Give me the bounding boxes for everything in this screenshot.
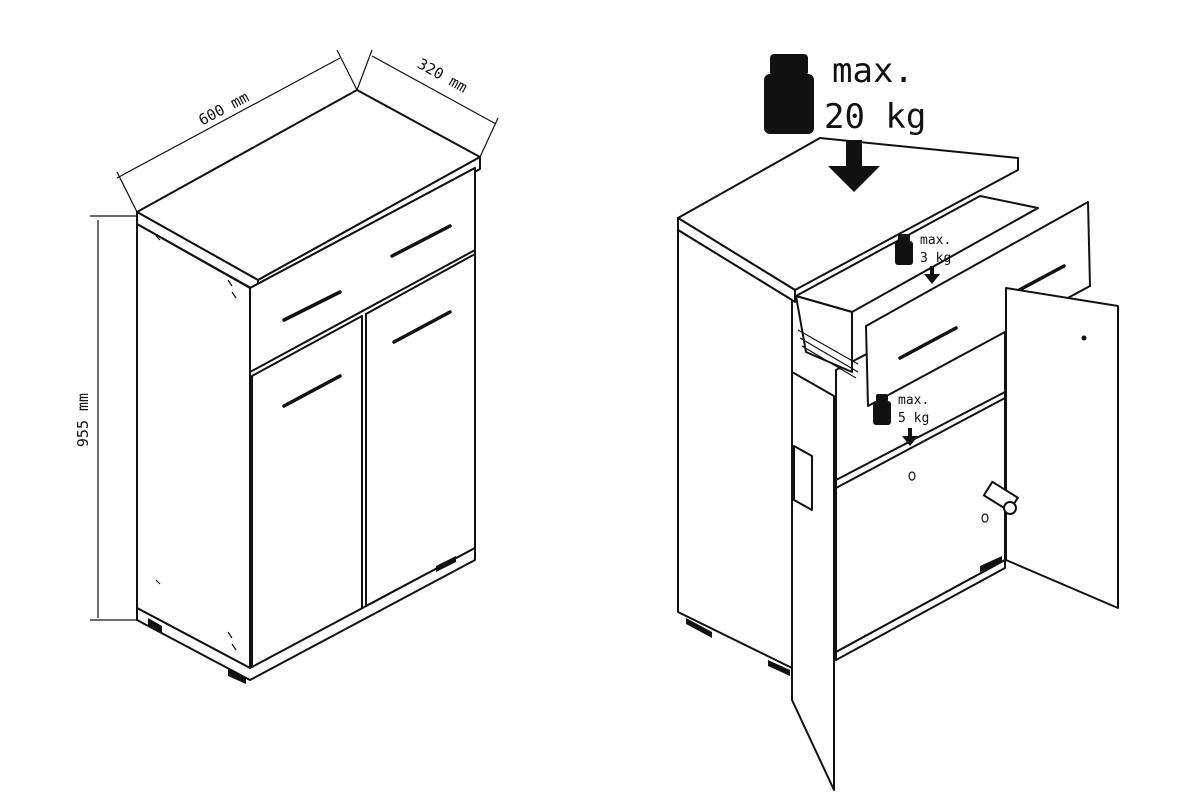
shelf-pin: [908, 471, 916, 481]
cabinet-left-side: [136, 223, 251, 669]
drawer-load-line1: max.: [920, 233, 951, 248]
top-load-line2: 20 kg: [824, 97, 926, 137]
door-handle: [793, 445, 813, 511]
top-load-indicator: max. 20 kg: [764, 51, 926, 192]
down-arrow-icon: [902, 428, 918, 446]
shelf-load-indicator: max. 5 kg: [873, 393, 929, 446]
open-drawer-front: [865, 201, 1091, 407]
top-load-line1: max.: [832, 51, 914, 91]
weight-icon: [895, 234, 913, 265]
open-right-door: [1005, 287, 1119, 609]
open-cabinet-left-side: [677, 229, 793, 669]
shelf-load-line1: max.: [898, 393, 929, 408]
door-hole: [1081, 335, 1087, 341]
open-cabinet: max. 20 kg max. 3 kg: [677, 51, 1119, 791]
drawer-handle: [390, 224, 452, 258]
drawer-load-indicator: max. 3 kg: [895, 233, 951, 284]
left-door: [251, 315, 363, 669]
bottom-panel: [835, 559, 1006, 661]
closed-cabinet: 600 mm 320 mm 955 mm: [74, 49, 499, 684]
foot: [980, 556, 1002, 572]
drawer-handle: [898, 326, 958, 360]
height-dimension: 955 mm: [74, 215, 137, 621]
down-arrow-icon: [828, 140, 880, 192]
weight-icon: [764, 54, 814, 134]
width-label: 600 mm: [196, 88, 252, 129]
weight-icon: [873, 394, 891, 425]
open-left-door: [791, 371, 835, 791]
drawer-handle: [282, 290, 342, 322]
foot: [148, 618, 162, 634]
shelf-load-line2: 5 kg: [898, 411, 929, 426]
depth-label: 320 mm: [414, 55, 470, 97]
shelf-pin: [981, 513, 989, 523]
open-cabinet-top-edge: [677, 217, 796, 303]
foot: [686, 618, 712, 638]
drawer-front: [249, 167, 476, 373]
down-arrow-icon: [924, 266, 940, 284]
drawer-runner: [797, 329, 859, 379]
foot: [436, 556, 456, 572]
foot: [768, 660, 790, 676]
drawer-load-line2: 3 kg: [920, 251, 951, 266]
right-door: [365, 253, 476, 607]
height-label: 955 mm: [74, 393, 92, 447]
hinge-marks: [155, 235, 237, 651]
hinge-icon: [982, 480, 1019, 515]
door-handle: [282, 374, 342, 408]
foot: [228, 668, 246, 684]
door-handle: [392, 310, 452, 344]
